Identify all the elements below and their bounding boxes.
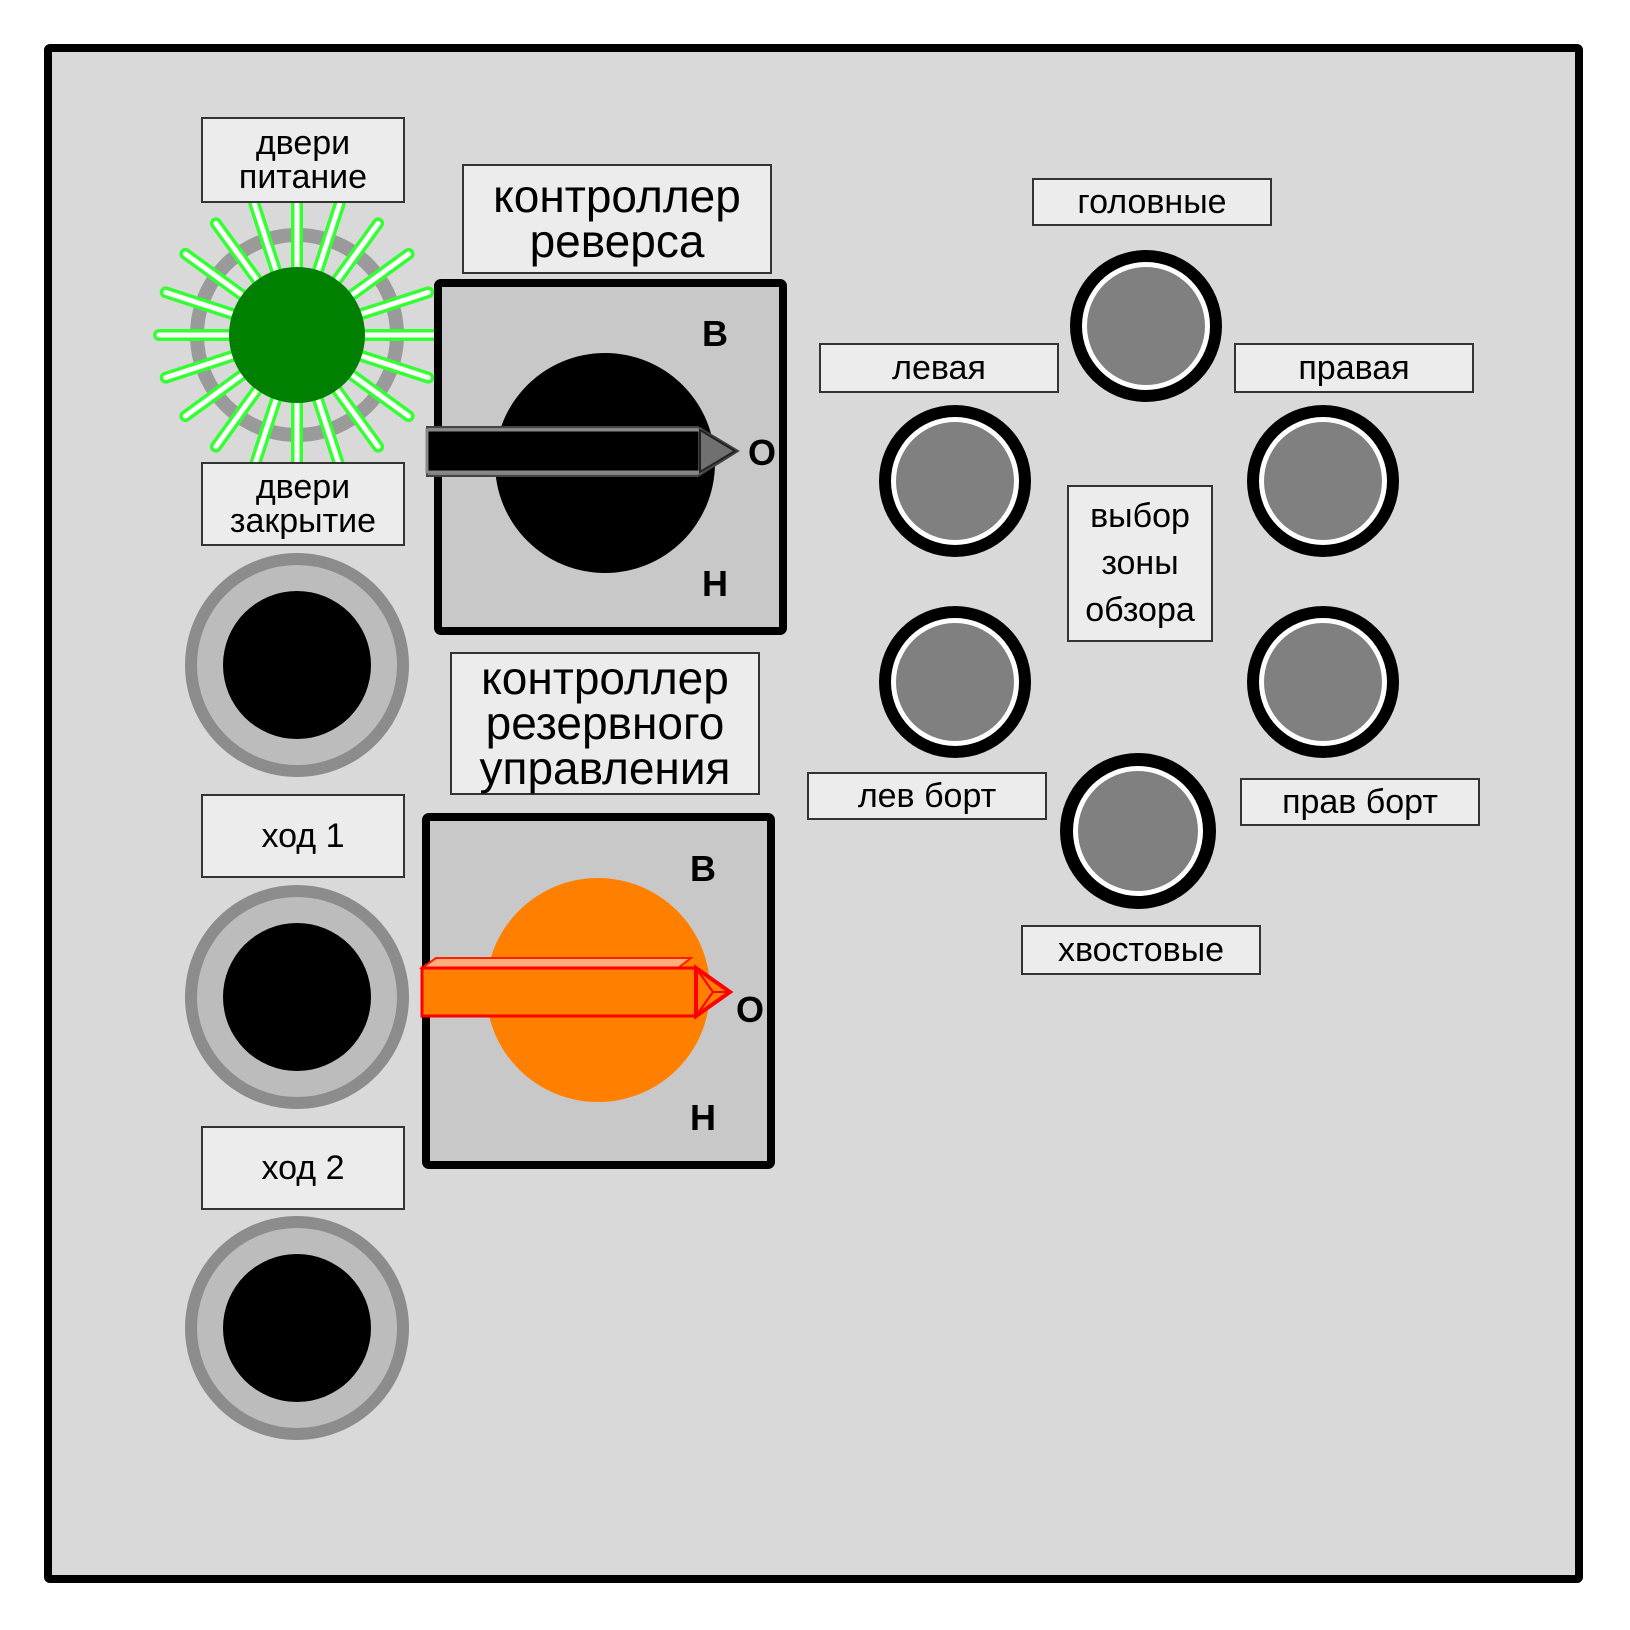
reserve-pos-forward: В xyxy=(690,848,716,889)
view-tail-label: хвостовые xyxy=(1021,925,1261,975)
reserve-controller-switch[interactable] xyxy=(418,813,775,1169)
move-1-label: ход 1 xyxy=(201,794,405,878)
view-left-side-button[interactable] xyxy=(879,606,1031,758)
reverse-pos-forward: В xyxy=(702,313,728,354)
reserve-controller-title: контроллер резервного управления xyxy=(450,652,760,795)
view-head-button[interactable] xyxy=(1070,250,1222,402)
reserve-pos-neutral: О xyxy=(736,989,765,1030)
view-tail-button[interactable] xyxy=(1060,753,1216,909)
reverse-pos-neutral: О xyxy=(748,432,777,473)
doors-power-lamp[interactable] xyxy=(153,191,441,479)
doors-close-label: двери закрытие xyxy=(201,462,405,546)
view-right-side-button[interactable] xyxy=(1247,606,1399,758)
doors-power-light xyxy=(229,267,365,403)
doors-power-label: двери питание xyxy=(201,117,405,203)
reserve-pos-back: Н xyxy=(690,1097,716,1138)
reserve-handle xyxy=(418,957,734,1020)
view-left-button[interactable] xyxy=(879,405,1031,557)
reverse-controller-switch[interactable] xyxy=(425,279,787,635)
view-left-label: левая xyxy=(819,343,1059,393)
doors-close-button[interactable] xyxy=(185,553,409,777)
view-right-side-label: прав борт xyxy=(1240,778,1480,826)
move-2-label: ход 2 xyxy=(201,1126,405,1210)
reverse-handle xyxy=(425,426,740,477)
move-2-button[interactable] xyxy=(185,1216,409,1440)
view-right-button[interactable] xyxy=(1247,405,1399,557)
reverse-pos-back: Н xyxy=(702,563,728,604)
view-right-label: правая xyxy=(1234,343,1474,393)
view-head-label: головные xyxy=(1032,178,1272,226)
view-left-side-label: лев борт xyxy=(807,772,1047,820)
move-1-button[interactable] xyxy=(185,885,409,1109)
reverse-controller-title: контроллер реверса xyxy=(462,164,772,274)
view-zone-title: выбор зоны обзора xyxy=(1067,485,1213,642)
